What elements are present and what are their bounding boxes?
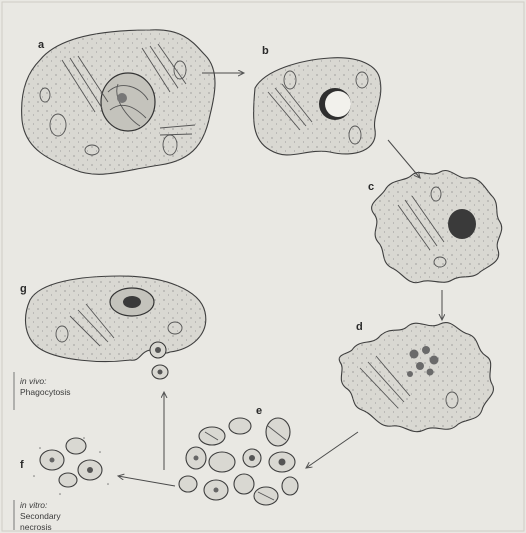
cluster-f-secondary-necrosis — [33, 437, 109, 495]
label-b: b — [262, 45, 269, 57]
cluster-e-apoptotic-bodies — [179, 418, 298, 505]
cell-b-shrinking — [254, 58, 381, 155]
label-c: c — [368, 181, 374, 193]
cell-g-phagocyte — [26, 276, 206, 379]
caption-g-line1: in vivo: — [20, 376, 47, 386]
cell-a-nucleus — [101, 73, 155, 131]
cell-a-normal — [22, 30, 215, 174]
arrow-d-to-e — [306, 432, 358, 468]
label-a: a — [38, 39, 45, 51]
caption-f-line2: Secondary — [20, 511, 61, 521]
caption-f-line1: in vitro: — [20, 500, 48, 510]
caption-g-line2: Phagocytosis — [20, 387, 71, 397]
cell-d-fragmenting — [339, 323, 493, 432]
label-f: f — [20, 459, 24, 471]
label-e: e — [256, 405, 262, 417]
arrow-b-to-c — [388, 140, 420, 178]
cell-c-blebbing — [372, 170, 502, 282]
label-d: d — [356, 321, 363, 333]
arrow-e-to-f — [118, 476, 175, 486]
label-g: g — [20, 283, 27, 295]
cell-a-nucleolus — [117, 93, 127, 103]
caption-f-line3: necrosis — [20, 522, 52, 532]
cell-c-nucleus — [448, 209, 476, 239]
